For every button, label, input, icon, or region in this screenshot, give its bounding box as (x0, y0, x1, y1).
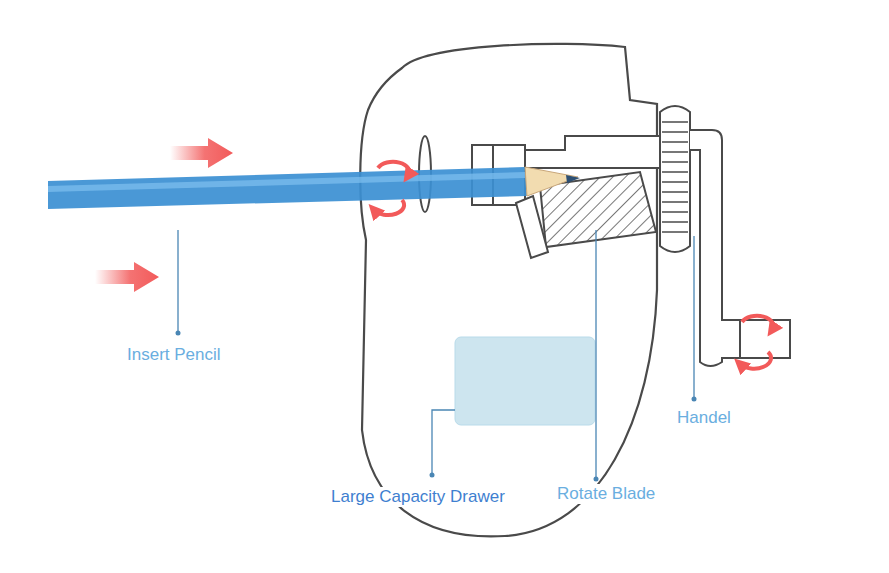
blade-clip (516, 196, 548, 258)
part-label: Insert Pencil (125, 345, 223, 365)
part-label: Large Capacity Drawer (329, 487, 507, 507)
leader-line (178, 230, 694, 478)
drawer-window (455, 337, 595, 425)
insert-arrow (95, 138, 233, 292)
crank-handle (690, 130, 790, 366)
part-label: Rotate Blade (555, 484, 657, 504)
crank-knob-line (739, 320, 741, 358)
rotation-arrow (374, 162, 773, 369)
gear-wheel (660, 106, 690, 252)
part-label: Handel (675, 408, 733, 428)
leader-dot (176, 331, 697, 482)
pencil (48, 167, 580, 209)
sharpener-body (360, 44, 657, 537)
